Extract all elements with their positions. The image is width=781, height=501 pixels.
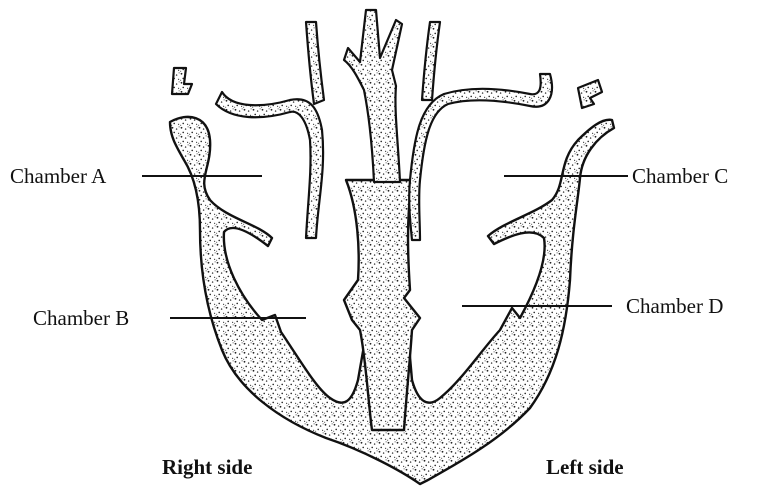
aorta-trunk	[344, 10, 402, 182]
label-left-side: Left side	[546, 455, 624, 480]
label-chamber-b: Chamber B	[33, 306, 129, 331]
left-superior-branch	[422, 22, 440, 100]
label-chamber-c: Chamber C	[632, 164, 728, 189]
right-superior-branch	[306, 22, 324, 104]
left-pulmonary-stub	[578, 80, 602, 108]
label-chamber-d: Chamber D	[626, 294, 723, 319]
label-right-side: Right side	[162, 455, 252, 480]
label-chamber-a: Chamber A	[10, 164, 106, 189]
right-pulmonary-stub	[172, 68, 192, 94]
